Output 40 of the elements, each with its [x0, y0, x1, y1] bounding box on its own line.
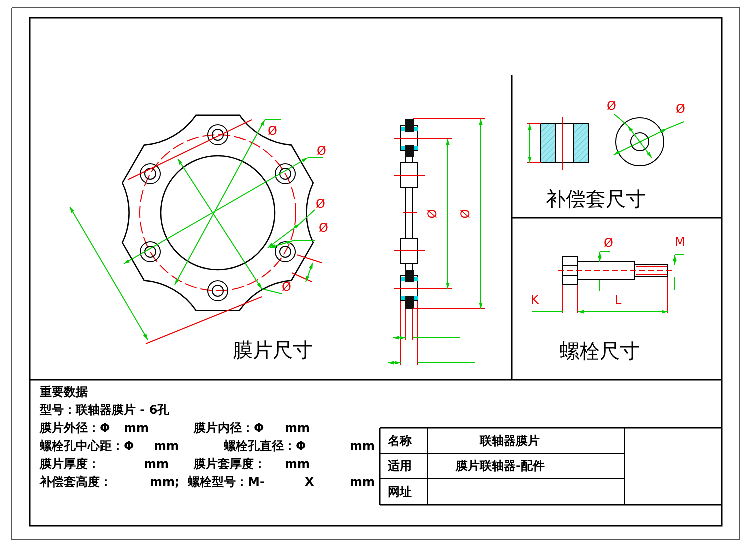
- spec-label: 膜片套厚度：: [194, 458, 266, 470]
- section-heading: 重要数据: [40, 386, 88, 398]
- dimension-symbol: Ø: [316, 198, 326, 210]
- spec-label: 膜片厚度：: [40, 458, 100, 470]
- dimension-symbol: Ø: [282, 281, 292, 293]
- dimension-symbol: L: [615, 294, 622, 306]
- spec-label: 膜片内径：Φ: [194, 422, 264, 434]
- spec-label: 补偿套高度：: [40, 476, 112, 488]
- unit-label: X: [305, 476, 314, 488]
- unit-label: mm: [144, 458, 170, 470]
- field-value: 膜片联轴器-配件: [456, 460, 545, 472]
- dimension-symbol: Ø: [317, 145, 326, 157]
- unit-label: mm: [285, 458, 310, 470]
- spec-line: 型号：联轴器膜片 - 6孔: [40, 404, 170, 416]
- dimension-symbol: Ø: [426, 209, 439, 219]
- spec-label: 螺栓型号：M-: [188, 476, 265, 488]
- dimension-symbol: Ø: [460, 209, 472, 219]
- unit-label: mm: [124, 422, 150, 434]
- dimension-symbol: Ø: [676, 103, 686, 115]
- unit-label: mm: [350, 476, 376, 488]
- dimension-symbol: Ø: [607, 100, 616, 112]
- dimension-symbol: K: [531, 294, 539, 306]
- spec-label: 螺栓孔直径：Φ: [224, 440, 306, 452]
- spec-label: 螺栓孔中心距：Φ: [40, 440, 134, 452]
- dimension-symbol: M: [675, 236, 686, 248]
- view-title: 膜片尺寸: [233, 340, 313, 360]
- unit-label: mm: [350, 440, 376, 452]
- view-title: 补偿套尺寸: [546, 189, 646, 209]
- field-label: 名称: [388, 435, 412, 447]
- unit-label: mm;: [150, 476, 180, 488]
- unit-label: mm: [285, 422, 310, 434]
- spec-label: 膜片外径：Φ: [40, 422, 110, 434]
- field-label: 网址: [388, 486, 412, 498]
- field-label: 适用: [388, 460, 412, 472]
- dimension-symbol: Ø: [319, 222, 328, 234]
- field-value: 联轴器膜片: [480, 435, 540, 447]
- unit-label: mm: [154, 440, 180, 452]
- view-title: 螺栓尺寸: [560, 341, 640, 361]
- dimension-symbol: Ø: [268, 125, 278, 137]
- dimension-symbol: Ø: [604, 237, 614, 249]
